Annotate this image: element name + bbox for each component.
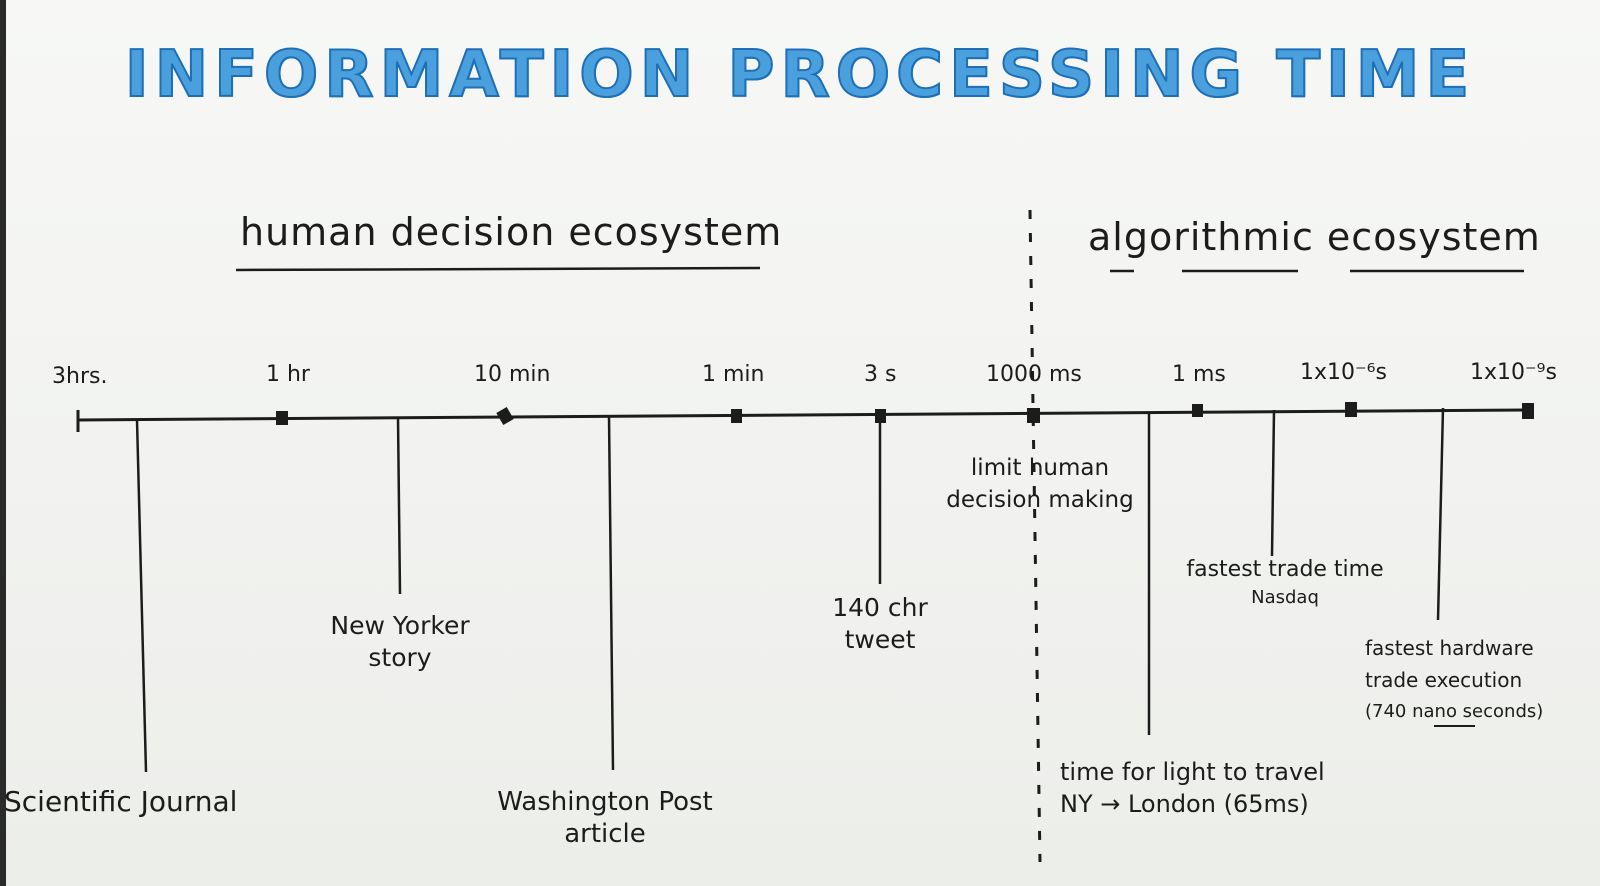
tweet-label-line1: 140 chr	[832, 593, 928, 622]
scientific-journal-label: Scientific Journal	[4, 785, 238, 818]
axis-end-marker	[1522, 403, 1534, 419]
tick-marker-3s	[875, 409, 886, 423]
tick-marker-1hr	[276, 411, 288, 425]
new-yorker-label: New Yorker story	[300, 610, 500, 674]
tick-label-1000ms: 1000 ms	[986, 362, 1082, 387]
new-yorker-label-line1: New Yorker	[330, 611, 470, 640]
human-heading-underline	[235, 266, 761, 272]
tick-marker-1e-6s	[1345, 402, 1357, 417]
hardware-line	[1436, 407, 1445, 621]
nasdaq-label: fastest trade time Nasdaq	[1160, 556, 1410, 612]
limit-human-label: limit human decision making	[915, 452, 1165, 516]
hardware-label-line2: trade execution	[1365, 668, 1523, 692]
tweet-label-line2: tweet	[844, 625, 916, 654]
hardware-label-line1: fastest hardware	[1365, 636, 1534, 660]
light-travel-label-line1: time for light to travel	[1060, 758, 1325, 786]
image-edge	[0, 0, 6, 886]
hardware-label-line3: (740 nano seconds)	[1365, 701, 1544, 722]
tick-label-10min: 10 min	[474, 362, 551, 387]
tweet-label: 140 chr tweet	[800, 592, 960, 656]
limit-human-label-line2: decision making	[946, 487, 1134, 513]
limit-human-label-line1: limit human	[970, 455, 1110, 481]
tick-label-1min: 1 min	[702, 362, 765, 387]
nasdaq-label-line2: Nasdaq	[1251, 587, 1319, 608]
washington-post-label-line1: Washington Post	[497, 787, 713, 817]
washington-post-line	[607, 415, 615, 771]
nasdaq-label-line1: fastest trade time	[1186, 557, 1384, 582]
washington-post-label-line2: article	[564, 819, 646, 849]
tick-label-1e-6s: 1x10⁻⁶s	[1300, 360, 1387, 385]
tick-label-3s: 3 s	[864, 362, 897, 387]
tick-marker-1000ms	[1027, 408, 1040, 423]
tick-marker-1ms	[1192, 404, 1203, 417]
tick-label-1e-9s: 1x10⁻⁹s	[1470, 360, 1557, 385]
tick-label-1ms: 1 ms	[1172, 362, 1226, 387]
scientific-journal-line	[135, 419, 148, 773]
new-yorker-line	[396, 417, 402, 595]
timeline-axis	[77, 408, 1531, 422]
tick-marker-1min	[731, 409, 742, 423]
hardware-label: fastest hardware trade execution (740 na…	[1365, 632, 1543, 728]
new-yorker-label-line2: story	[368, 643, 432, 672]
light-travel-label-line2: NY → London (65ms)	[1060, 790, 1309, 818]
algorithmic-ecosystem-heading: algorithmic ecosystem	[1088, 215, 1541, 259]
diagram-title: INFORMATION PROCESSING TIME	[124, 37, 1476, 113]
tick-label-3hrs: 3hrs.	[52, 364, 108, 389]
ecosystem-divider	[1028, 209, 1042, 863]
tick-marker-10min	[496, 406, 514, 426]
human-ecosystem-heading: human decision ecosystem	[240, 210, 783, 254]
tick-label-1hr: 1 hr	[266, 362, 310, 387]
washington-post-label: Washington Post article	[455, 786, 755, 850]
nasdaq-line	[1270, 409, 1276, 557]
light-travel-label: time for light to travel NY → London (65…	[1060, 756, 1325, 820]
